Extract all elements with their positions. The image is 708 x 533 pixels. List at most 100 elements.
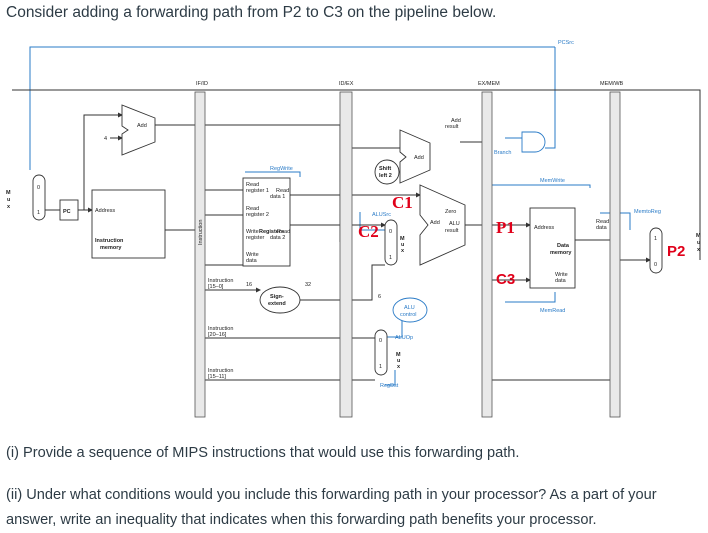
ex-mem-label: EX/MEM [478, 81, 500, 87]
pcsrc-label: PCSrc [558, 40, 574, 46]
im-label-1: Instruction [95, 238, 124, 244]
mux-m-right: M [696, 233, 701, 239]
alusrc-mux [384, 219, 398, 266]
regdst-mux [374, 329, 388, 376]
instr-15-11-a: Instruction [208, 368, 233, 374]
pipeline-diagram: IF/ID ID/EX EX/MEM MEM/WB Instruction 0 … [6, 40, 701, 418]
alu-add: Add [430, 220, 440, 226]
sign-extend [259, 286, 301, 314]
rd2-a: Read [277, 229, 290, 235]
alusrc-mux-1: 1 [389, 255, 392, 261]
alu-control-a: ALU [404, 305, 415, 311]
alu-control [392, 297, 428, 323]
marker-c3: C3 [496, 271, 515, 288]
wd-b: data [246, 258, 258, 264]
pc-label: PC [63, 209, 71, 215]
shift-a: Shift [379, 166, 391, 172]
rd1-a: Read [276, 188, 289, 194]
memtoreg-label: MemtoReg [634, 209, 661, 215]
pipeline-registers [194, 91, 621, 418]
sign-b: extend [268, 301, 286, 307]
branch-label: Branch [494, 150, 511, 156]
instr-20-16-a: Instruction [208, 326, 233, 332]
mux-m-left: M [6, 190, 11, 196]
n32: 32 [305, 282, 311, 288]
branch-and-gate [521, 131, 546, 153]
wr-b: register [246, 235, 265, 241]
mem-wb-label: MEM/WB [600, 81, 624, 87]
memtoreg-mux [649, 227, 663, 274]
regwrite-label: RegWrite [270, 166, 293, 172]
memtoreg-mux-0: 0 [654, 262, 657, 268]
shift-b: left 2 [379, 173, 392, 179]
id-ex-label: ID/EX [339, 81, 354, 87]
add-result-b: result [445, 124, 459, 130]
regdst-x: x [397, 364, 401, 370]
dm-write-b: data [555, 278, 567, 284]
pc-adder [121, 104, 156, 156]
rd2-b: data 2 [270, 235, 285, 241]
data-memory [529, 207, 576, 289]
if-id-label: IF/ID [196, 81, 208, 87]
shift-left-2 [374, 159, 400, 185]
dm-write-a: Write [555, 272, 568, 278]
pc-mux [32, 174, 46, 221]
alusrc-m: M [400, 236, 405, 242]
alu-result: result [445, 228, 459, 234]
branch-add-label: Add [414, 155, 424, 161]
marker-c2: C2 [358, 222, 379, 241]
pc-mux-0: 0 [37, 185, 40, 191]
registers-label: Registers [259, 229, 284, 235]
marker-c1: C1 [392, 193, 413, 212]
alu-zero: Zero [445, 209, 456, 215]
pc-adder-label: Add [137, 123, 147, 129]
branch-adder [399, 129, 431, 184]
alusrc-mux-0: 0 [389, 229, 392, 235]
marker-p1: P1 [496, 218, 515, 237]
mux-x-right: x [697, 247, 701, 253]
instruction-vertical-label: Instruction [198, 220, 204, 245]
instr-15-0-b: [15–0] [208, 284, 224, 290]
aluop-label: ALUOp [395, 335, 413, 341]
dm-address: Address [534, 225, 554, 231]
alu-control-b: control [400, 312, 417, 318]
wd-a: Write [246, 252, 259, 258]
question-2: (ii) Under what conditions would you inc… [6, 487, 657, 528]
rr2-a: Read [246, 206, 259, 212]
rr2-b: register 2 [246, 212, 269, 218]
pc-register [59, 199, 79, 221]
mux-u-right: u [697, 240, 700, 246]
mux-u-left: u [7, 197, 10, 203]
regdst-label: RegDst [380, 383, 399, 389]
im-address: Address [95, 208, 115, 214]
instr-20-16-b: [20–16] [208, 332, 227, 338]
alusrc-x: x [401, 248, 405, 254]
n16: 16 [246, 282, 252, 288]
regdst-mux-1: 1 [379, 364, 382, 370]
marker-p2: P2 [667, 243, 685, 260]
memtoreg-mux-1: 1 [654, 236, 657, 242]
question-1: (i) Provide a sequence of MIPS instructi… [6, 445, 520, 461]
page-title: Consider adding a forwarding path from P… [6, 4, 497, 21]
pc-mux-1: 1 [37, 210, 40, 216]
memwrite-label: MemWrite [540, 178, 565, 184]
add-result-a: Add [451, 118, 461, 124]
dm-label-a: Data [557, 243, 570, 249]
rr1-a: Read [246, 182, 259, 188]
instr-15-0-a: Instruction [208, 278, 233, 284]
alu [419, 184, 466, 266]
rd1-b: data 1 [270, 194, 285, 200]
read-data-a: Read [596, 219, 609, 225]
rr1-b: register 1 [246, 188, 269, 194]
wr-a: Write [246, 229, 259, 235]
instruction-memory [91, 189, 166, 259]
regdst-m: M [396, 352, 401, 358]
alu-label: ALU [449, 221, 460, 227]
im-label-2: memory [100, 245, 122, 251]
regdst-mux-0: 0 [379, 338, 382, 344]
regdst-u: u [397, 358, 400, 364]
memread-label: MemRead [540, 308, 565, 314]
alusrc-u: u [401, 242, 404, 248]
read-data-b: data [596, 225, 608, 231]
mux-x-left: x [7, 204, 11, 210]
